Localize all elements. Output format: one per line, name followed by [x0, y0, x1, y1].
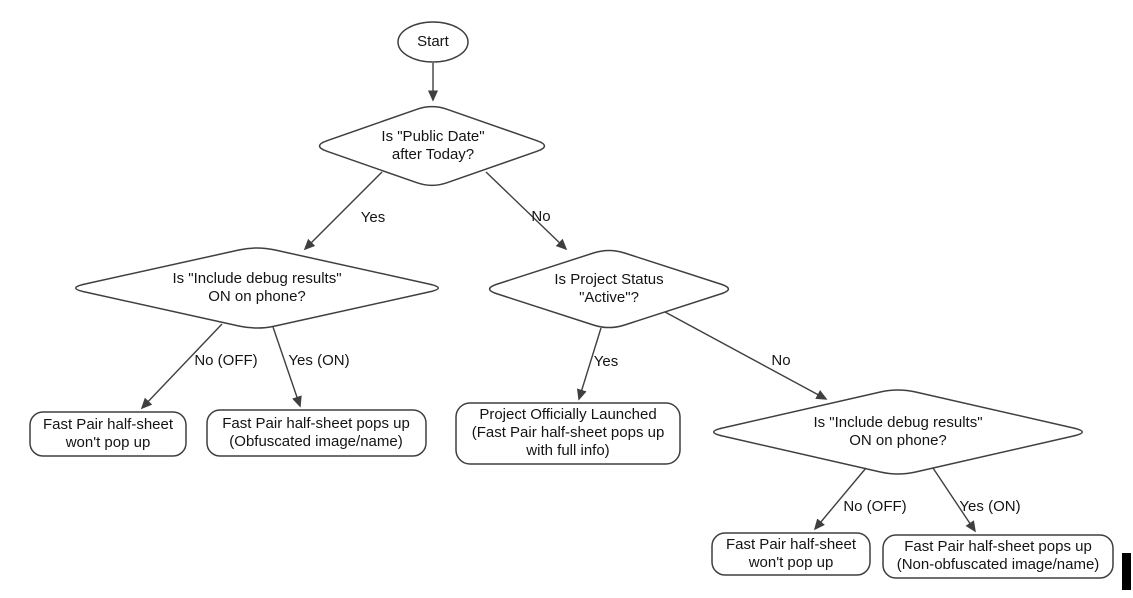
text-cursor — [1122, 553, 1131, 590]
decision-public-date — [318, 105, 546, 187]
decision-debug-left — [75, 247, 439, 329]
edge-project-status-no — [664, 311, 828, 400]
edge-debug-right-yes-on — [932, 467, 976, 533]
decision-debug-left-line2: ON on phone? — [208, 288, 306, 305]
decision-project-status-label: Is Project Status "Active"? — [554, 271, 663, 307]
result-launched-line2: (Fast Pair half-sheet pops up — [471, 424, 665, 441]
decision-debug-right — [713, 389, 1083, 475]
start-label: Start — [417, 33, 449, 51]
result-popup-non-obfuscated-line2: (Non-obfuscated image/name) — [896, 556, 1100, 573]
result-no-popup-right-label: Fast Pair half-sheet won't pop up — [726, 536, 856, 572]
edge-label-yes-top: Yes — [360, 209, 386, 226]
decision-public-date-line1: Is "Public Date" — [381, 128, 485, 145]
edge-label-no-mid: No — [771, 352, 791, 369]
result-no-popup-right-line1: Fast Pair half-sheet — [725, 536, 857, 553]
edge-label-yes-on-left: Yes (ON) — [288, 352, 350, 369]
edge-debug-left-yes-on — [272, 326, 302, 408]
result-popup-non-obfuscated — [882, 534, 1114, 579]
decision-debug-right-line1: Is "Include debug results" — [813, 414, 983, 431]
result-popup-obfuscated-line2: (Obfuscated image/name) — [229, 433, 403, 450]
edge-public-date-no — [485, 171, 568, 251]
edge-label-yes-mid: Yes — [593, 353, 619, 370]
result-popup-non-obfuscated-line1: Fast Pair half-sheet pops up — [904, 538, 1092, 555]
result-launched — [455, 402, 681, 465]
edge-label-no-off-right: No (OFF) — [843, 498, 907, 515]
decision-project-status-line2: "Active"? — [579, 289, 639, 306]
edge-debug-left-no-off — [140, 323, 223, 410]
decision-debug-left-line1: Is "Include debug results" — [172, 270, 342, 287]
result-launched-label: Project Officially Launched (Fast Pair h… — [472, 406, 665, 460]
decision-debug-left-label: Is "Include debug results" ON on phone? — [172, 270, 341, 306]
result-popup-obfuscated-label: Fast Pair half-sheet pops up (Obfuscated… — [222, 415, 410, 451]
result-no-popup-right-line2: won't pop up — [748, 554, 834, 571]
decision-public-date-label: Is "Public Date" after Today? — [381, 128, 484, 164]
decision-project-status — [488, 249, 730, 329]
edge-label-no-off-left: No (OFF) — [194, 352, 258, 369]
decision-debug-right-label: Is "Include debug results" ON on phone? — [813, 414, 982, 450]
edge-label-yes-on-right: Yes (ON) — [959, 498, 1021, 515]
decision-debug-right-line2: ON on phone? — [849, 432, 947, 449]
edge-debug-right-no-off — [813, 467, 867, 531]
result-popup-non-obfuscated-label: Fast Pair half-sheet pops up (Non-obfusc… — [897, 538, 1100, 574]
result-launched-line3: with full info) — [526, 442, 610, 459]
result-no-popup-left-label: Fast Pair half-sheet won't pop up — [43, 416, 173, 452]
result-no-popup-left-line2: won't pop up — [65, 434, 151, 451]
result-popup-obfuscated — [206, 409, 427, 457]
result-no-popup-right — [711, 532, 871, 576]
edge-label-no-top: No — [531, 208, 551, 225]
decision-public-date-line2: after Today? — [391, 146, 475, 163]
result-launched-line1: Project Officially Launched — [479, 406, 657, 423]
result-no-popup-left — [29, 411, 187, 457]
start-node — [397, 21, 469, 63]
start-label-text: Start — [417, 33, 449, 50]
result-no-popup-left-line1: Fast Pair half-sheet — [42, 416, 174, 433]
edge-project-status-yes — [577, 327, 602, 401]
edge-public-date-yes — [303, 171, 383, 251]
decision-project-status-line1: Is Project Status — [554, 271, 664, 288]
result-popup-obfuscated-line1: Fast Pair half-sheet pops up — [222, 415, 410, 432]
